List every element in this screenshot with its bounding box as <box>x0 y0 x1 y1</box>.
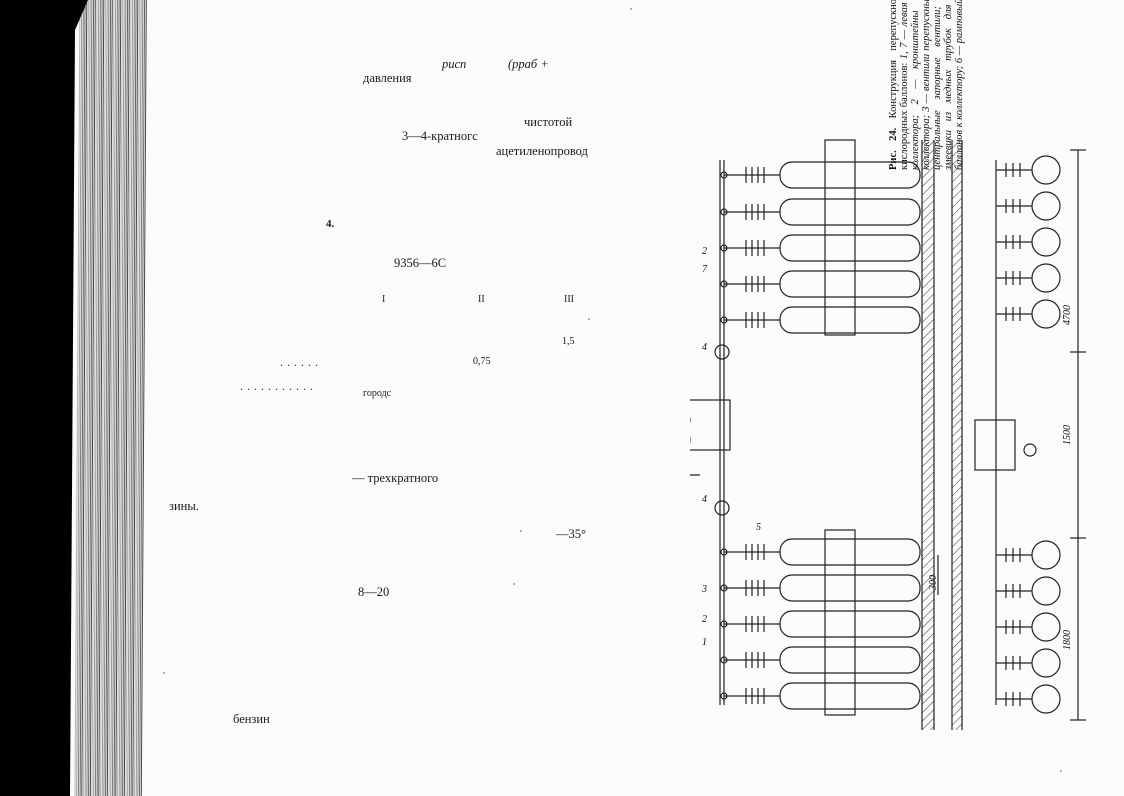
plan-cylinder <box>996 648 1061 678</box>
wall-hatched-left <box>922 140 934 730</box>
callout-1: 1 <box>702 637 707 648</box>
oxygen-cylinder <box>720 234 921 262</box>
plan-cylinder <box>996 540 1061 570</box>
plan-reducer <box>974 419 1016 471</box>
callout-2: 2 <box>702 614 707 625</box>
scan-speck <box>513 583 515 585</box>
dim-1800: 1800 <box>1062 630 1073 650</box>
ramp-reducer <box>690 399 731 451</box>
text-ziny: зины. <box>169 499 199 513</box>
text-chistotoy: чистотой <box>524 115 573 129</box>
text-acetylene: ацетиленопровод <box>496 144 588 158</box>
scan-speck <box>163 672 165 674</box>
text-column-2: II <box>478 294 485 305</box>
callout-3: 3 <box>701 584 707 595</box>
text-p-nsp: рисп <box>442 57 467 71</box>
text-davleniya: давления <box>363 71 412 85</box>
oxygen-cylinder <box>720 198 921 226</box>
callout-4b: 4 <box>702 342 707 353</box>
plan-cylinders-upper <box>996 155 1061 329</box>
plan-cylinder <box>996 684 1061 714</box>
rack-lower <box>824 529 856 716</box>
text-kratnogo: 3—4-кратногс <box>402 129 478 143</box>
oxygen-cylinder <box>720 161 921 189</box>
text-range-8-20: 8—20 <box>358 585 390 599</box>
oxygen-cylinder <box>720 682 921 710</box>
text-column-1: I <box>382 294 386 305</box>
text-column-3: III <box>564 294 574 305</box>
plan-cylinder <box>996 155 1061 185</box>
text-value-0-75: 0,75 <box>473 356 491 367</box>
oxygen-cylinder <box>720 610 921 638</box>
plan-cylinder <box>996 191 1061 221</box>
dim-4700: 4700 <box>1062 305 1073 325</box>
central-valve-upper <box>714 344 730 360</box>
callout-7: 7 <box>702 264 708 275</box>
dim-300: 300 <box>928 575 939 591</box>
dim-1500: 1500 <box>1062 425 1073 445</box>
wall-hatched-right <box>952 140 962 730</box>
text-gorods: городс <box>363 388 392 399</box>
book-spine-shadow <box>0 0 147 796</box>
text-gost: 9356—6С <box>394 256 447 270</box>
text-minus-35: —35° <box>556 527 586 541</box>
central-valve-lower <box>714 500 730 516</box>
oxygen-cylinder <box>720 270 921 298</box>
cylinder-group-upper <box>720 161 921 334</box>
text-number-4: 4. <box>326 218 335 230</box>
text-dots-2: ........... <box>240 379 317 393</box>
plan-cylinder <box>996 227 1061 257</box>
oxygen-cylinder <box>720 574 921 602</box>
oxygen-cylinder <box>720 538 921 566</box>
plan-cylinder <box>996 299 1061 329</box>
plan-cylinder <box>996 612 1061 642</box>
text-p-rab: (рраб + <box>508 57 549 71</box>
text-value-1-5: 1,5 <box>562 336 575 347</box>
rack-upper <box>824 139 856 336</box>
text-dots-1: ...... <box>280 355 322 369</box>
scan-speck <box>520 530 522 532</box>
oxygen-cylinder <box>720 646 921 674</box>
oxygen-ramp-drawing: 1 2 3 4 5 6 7 2 4 4700 1500 300 1800 <box>690 139 1086 730</box>
oxygen-cylinder <box>720 306 921 334</box>
text-trekhkratnogo: — трехкратного <box>352 471 439 485</box>
cylinder-group-lower <box>720 538 921 710</box>
callout-2b: 2 <box>702 246 707 257</box>
plan-cylinder <box>996 576 1061 606</box>
scan-speck <box>588 318 590 320</box>
plan-cylinders-lower <box>996 540 1061 714</box>
callout-4: 4 <box>702 494 707 505</box>
scan-speck <box>1060 770 1062 772</box>
scan-speck <box>630 8 632 10</box>
plan-cylinder <box>996 263 1061 293</box>
text-benzin: бензин <box>233 712 270 726</box>
callout-5: 5 <box>756 522 761 533</box>
